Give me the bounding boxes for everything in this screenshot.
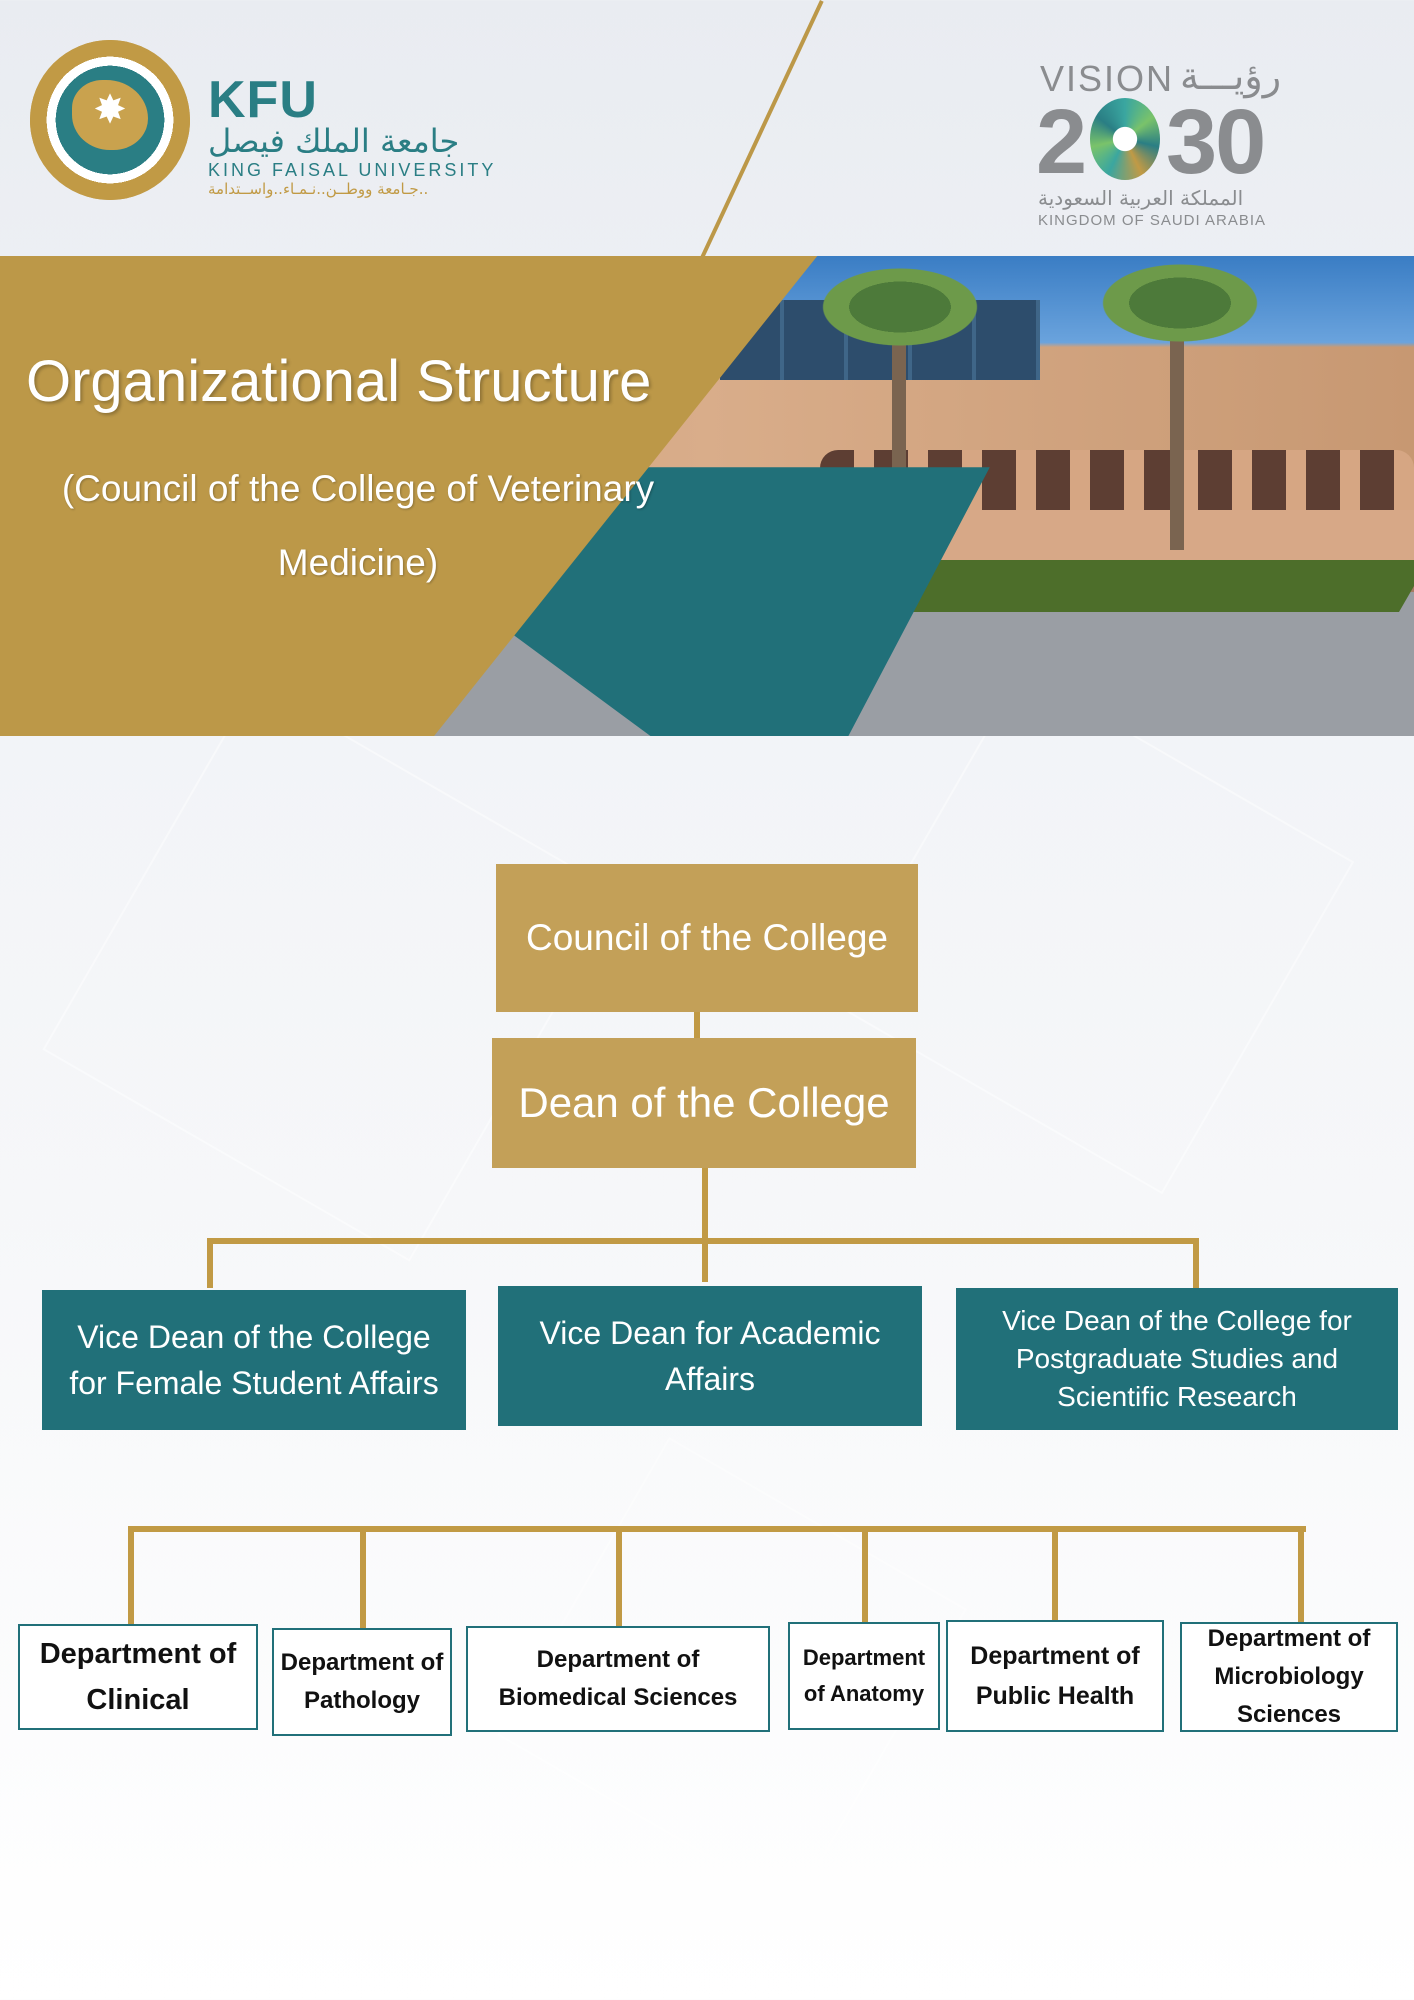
- palm-tree-leaves: [1090, 258, 1270, 348]
- department-biomedical-label: Department of Biomedical Sciences: [498, 1646, 738, 1711]
- department-clinical-box: Department of Clinical: [18, 1624, 258, 1730]
- kingdom-arabic: المملكة العربية السعودية: [1038, 186, 1244, 210]
- connector-dept-1: [128, 1526, 134, 1626]
- dean-box: Dean of the College: [492, 1038, 916, 1168]
- connector-dept-horizontal: [128, 1526, 1306, 1532]
- vice-dean-postgraduate-box: Vice Dean of the College for Postgraduat…: [956, 1288, 1398, 1430]
- kfu-arabic-name: جامعة الملك فيصل: [208, 122, 460, 160]
- kingdom-english: KINGDOM OF SAUDI ARABIA: [1038, 212, 1267, 229]
- kfu-english-name: KING FAISAL UNIVERSITY: [208, 160, 497, 180]
- connector-vice-right: [1193, 1238, 1199, 1288]
- department-microbiology-box: Department of Microbiology Sciences: [1180, 1622, 1398, 1732]
- palm-tree-leaves: [810, 262, 990, 352]
- dean-label: Dean of the College: [518, 1079, 890, 1126]
- department-anatomy-label: Department of Anatomy: [802, 1645, 926, 1706]
- vision-digit-left: 2: [1036, 91, 1087, 193]
- vision-arabic: رؤيـــة: [1180, 54, 1282, 98]
- vice-dean-academic-box: Vice Dean for Academic Affairs: [498, 1286, 922, 1426]
- department-pathology-box: Department of Pathology: [272, 1628, 452, 1736]
- banner-subtitle: (Council of the College of Veterinary Me…: [61, 468, 655, 583]
- connector-dept-2: [360, 1526, 366, 1630]
- vice-dean-female-label: Vice Dean of the College for Female Stud…: [69, 1319, 439, 1401]
- connector-council-dean: [694, 982, 700, 1042]
- vice-dean-postgraduate-label: Vice Dean of the College for Postgraduat…: [1002, 1305, 1352, 1412]
- vision-word: VISION: [1040, 58, 1175, 99]
- connector-dept-4: [862, 1532, 868, 1622]
- saudi-map-icon: [72, 80, 148, 150]
- vice-dean-academic-label: Vice Dean for Academic Affairs: [539, 1315, 881, 1397]
- connector-vice-horizontal: [207, 1238, 1199, 1244]
- vision-emblem-icon: [1090, 98, 1160, 180]
- department-public-health-label: Department of Public Health: [970, 1642, 1140, 1710]
- campus-hedge: [864, 560, 1414, 612]
- department-clinical-label: Department of Clinical: [39, 1638, 237, 1716]
- council-box: Council of the College: [496, 864, 918, 1012]
- department-public-health-box: Department of Public Health: [946, 1620, 1164, 1732]
- department-biomedical-box: Department of Biomedical Sciences: [466, 1626, 770, 1732]
- connector-dean-down: [702, 1168, 708, 1282]
- vision-digits-right: 30: [1166, 91, 1266, 193]
- connector-dept-3: [616, 1532, 622, 1628]
- diagonal-gold-line: [696, 0, 824, 267]
- connector-dept-5: [1052, 1532, 1058, 1622]
- vice-dean-female-box: Vice Dean of the College for Female Stud…: [42, 1290, 466, 1430]
- connector-dept-6: [1298, 1532, 1304, 1624]
- connector-vice-left: [207, 1238, 213, 1288]
- department-microbiology-label: Department of Microbiology Sciences: [1207, 1625, 1371, 1728]
- kfu-slogan: جـامعة ووطــن..نـمـاء..واســتدامة..: [208, 180, 429, 198]
- palm-tree-trunk: [1170, 330, 1184, 550]
- department-anatomy-box: Department of Anatomy: [788, 1622, 940, 1730]
- palm-star-icon: ✸: [93, 88, 127, 132]
- department-pathology-label: Department of Pathology: [280, 1649, 444, 1714]
- kfu-seal-logo: ✸: [30, 40, 190, 200]
- banner-title: Organizational Structure: [26, 349, 652, 414]
- council-label: Council of the College: [526, 917, 888, 958]
- kfu-abbreviation: KFU: [208, 71, 318, 129]
